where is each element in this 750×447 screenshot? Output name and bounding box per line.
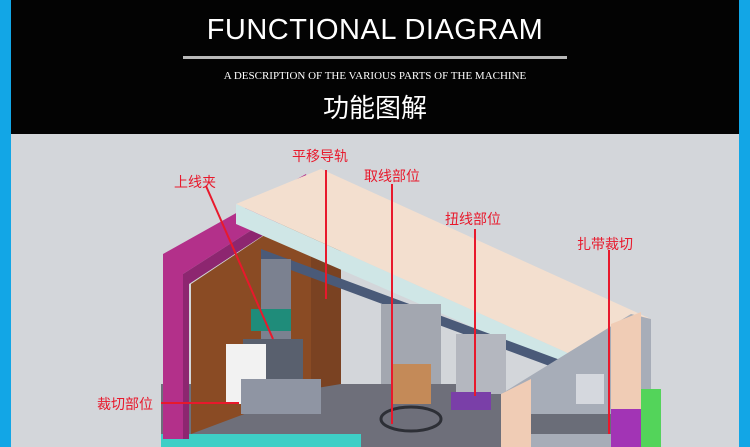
cutting-unit [241, 379, 321, 414]
leader-lines [161, 170, 610, 434]
label-translation-rail: 平移导轨 [292, 149, 348, 165]
left-side-panel [163, 174, 311, 439]
left-side-panel-edge [183, 192, 311, 439]
top-cover-underside [236, 204, 581, 372]
machine-illustration [161, 169, 661, 447]
header-banner: FUNCTIONAL DIAGRAM A DESCRIPTION OF THE … [11, 0, 739, 134]
purple-parts [451, 392, 491, 410]
label-tie-cut: 扎带裁切 [577, 237, 633, 253]
purple-panel [611, 409, 641, 447]
copper-parts [391, 364, 431, 404]
green-panel [641, 389, 661, 447]
top-cover [236, 169, 651, 359]
right-base-block [531, 414, 611, 434]
label-upper-clamp: 上线夹 [174, 175, 216, 191]
leader-upper-clamp [205, 185, 274, 340]
label-wire-take: 取线部位 [364, 169, 420, 185]
upper-clamp-shape [251, 309, 291, 331]
title-divider [183, 56, 567, 59]
label-cut-strip: 裁切部位 [97, 397, 153, 413]
machine-diagram: 上线夹 平移导轨 取线部位 扭线部位 扎带裁切 裁切部位 [11, 134, 739, 447]
twist-unit [456, 334, 506, 394]
page-title: FUNCTIONAL DIAGRAM [206, 14, 544, 46]
page-subtitle: A DESCRIPTION OF THE VARIOUS PARTS OF TH… [223, 70, 527, 82]
label-twist: 扭线部位 [445, 212, 501, 228]
right-frame-post [501, 379, 531, 447]
tie-cut-unit [576, 374, 604, 404]
chinese-title: 功能图解 [322, 94, 427, 124]
cyan-base-strip [161, 434, 361, 447]
bottom-ring [379, 405, 443, 433]
